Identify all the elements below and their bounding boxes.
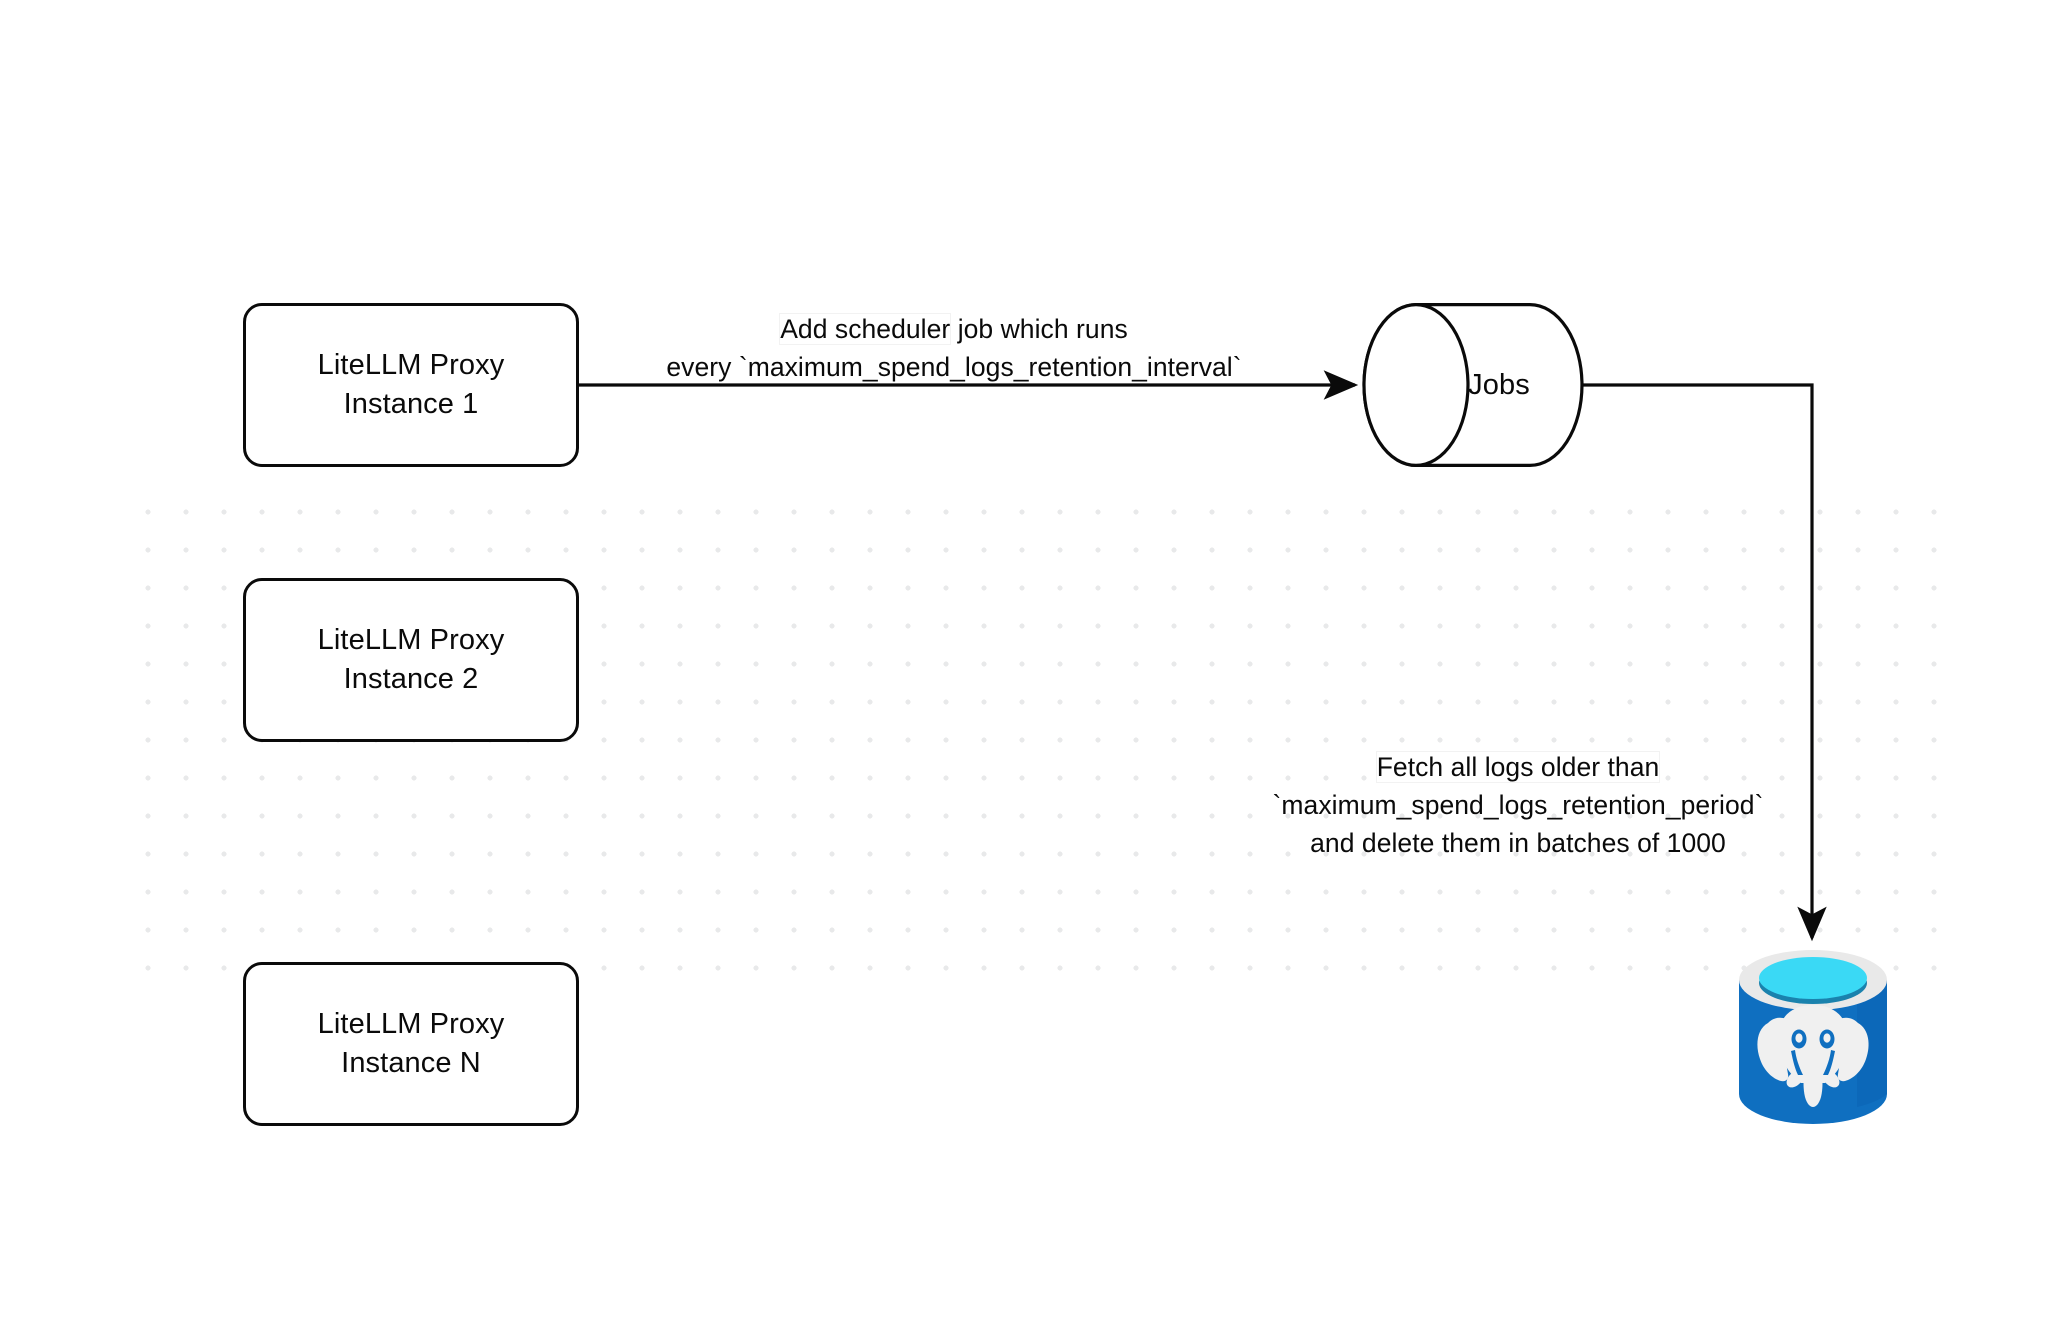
proxy-1-line-2: Instance 1 xyxy=(343,388,479,420)
node-litellm-proxy-instance-n[interactable]: LiteLLM Proxy Instance N xyxy=(243,962,579,1126)
edge-label-add-scheduler-job: Add scheduler job which runs every `maxi… xyxy=(594,310,1314,386)
jobs-label: Jobs xyxy=(1468,368,1530,401)
fetch-label-line-2: `maximum_spend_logs_retention_period` xyxy=(1272,790,1764,821)
jobs-cylinder-shape xyxy=(1362,302,1584,468)
fetch-label-line-1: Fetch all logs older than xyxy=(1376,752,1660,782)
node-postgres-database[interactable] xyxy=(1735,947,1891,1127)
fetch-label-line-1-wrap: Fetch all logs older than xyxy=(1228,748,1808,786)
proxy-2-line-2: Instance 2 xyxy=(343,663,479,695)
scheduler-label-line-1: Add scheduler job which runs xyxy=(594,310,1314,348)
postgresql-database-icon xyxy=(1739,950,1887,1124)
scheduler-label-rest: job which runs xyxy=(950,314,1128,344)
node-litellm-proxy-instance-1[interactable]: LiteLLM Proxy Instance 1 xyxy=(243,303,579,467)
dot-grid-background xyxy=(129,493,1969,1001)
node-jobs-queue[interactable]: Jobs xyxy=(1362,302,1584,468)
edge-label-fetch-and-delete-logs: Fetch all logs older than `maximum_spend… xyxy=(1228,748,1808,862)
proxy-1-line-1: LiteLLM Proxy xyxy=(317,348,505,381)
fetch-label-line-3: and delete them in batches of 1000 xyxy=(1310,828,1726,859)
proxy-3-line-2: Instance N xyxy=(341,1047,481,1079)
node-litellm-proxy-instance-2[interactable]: LiteLLM Proxy Instance 2 xyxy=(243,578,579,742)
scheduler-label-line-2: every `maximum_spend_logs_retention_inte… xyxy=(666,352,1242,383)
proxy-3-line-1: LiteLLM Proxy xyxy=(317,1007,505,1040)
proxy-2-line-1: LiteLLM Proxy xyxy=(317,623,505,656)
scheduler-label-highlight: Add scheduler xyxy=(780,314,951,344)
